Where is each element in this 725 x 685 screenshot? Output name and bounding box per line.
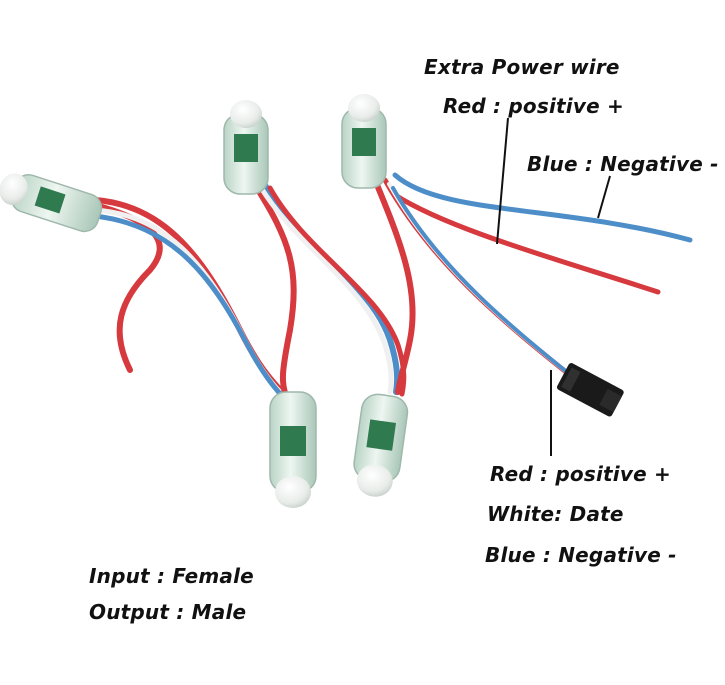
wire-bundle-left [92, 197, 299, 413]
red-wire [252, 182, 297, 403]
red-wire [372, 177, 416, 395]
white-wire [257, 183, 394, 395]
connector-blue-label: Blue : Negative - [485, 543, 677, 567]
red-wire [382, 177, 573, 378]
blue-wire [92, 213, 299, 413]
led-pixel-node-icon [223, 100, 269, 195]
output-label: Output : Male [89, 600, 247, 624]
callout-line-extra-blue [597, 175, 611, 219]
led-pixel-node-icon [353, 393, 409, 497]
blue-wire [392, 172, 693, 243]
extra-red-label: Red : positive + [443, 94, 624, 118]
led-pixel-node-icon [0, 173, 103, 233]
connector-white-label: White: Date [487, 502, 624, 526]
red-wire [392, 192, 661, 295]
wire-bundle-middle [252, 182, 407, 403]
led-pixel-node-icon [269, 391, 317, 508]
red-wire [267, 185, 407, 397]
blue-wire [391, 186, 580, 383]
extra-blue-label: Blue : Negative - [527, 152, 719, 176]
input-label: Input : Female [89, 564, 254, 588]
jst-connector-icon [556, 363, 624, 417]
connector-red-label: Red : positive + [490, 462, 671, 486]
wire-bundle-right [372, 172, 693, 395]
led-pixel-node-icon [341, 94, 387, 189]
extra-power-title: Extra Power wire [424, 55, 620, 79]
callout-line-extra-red [496, 117, 509, 245]
